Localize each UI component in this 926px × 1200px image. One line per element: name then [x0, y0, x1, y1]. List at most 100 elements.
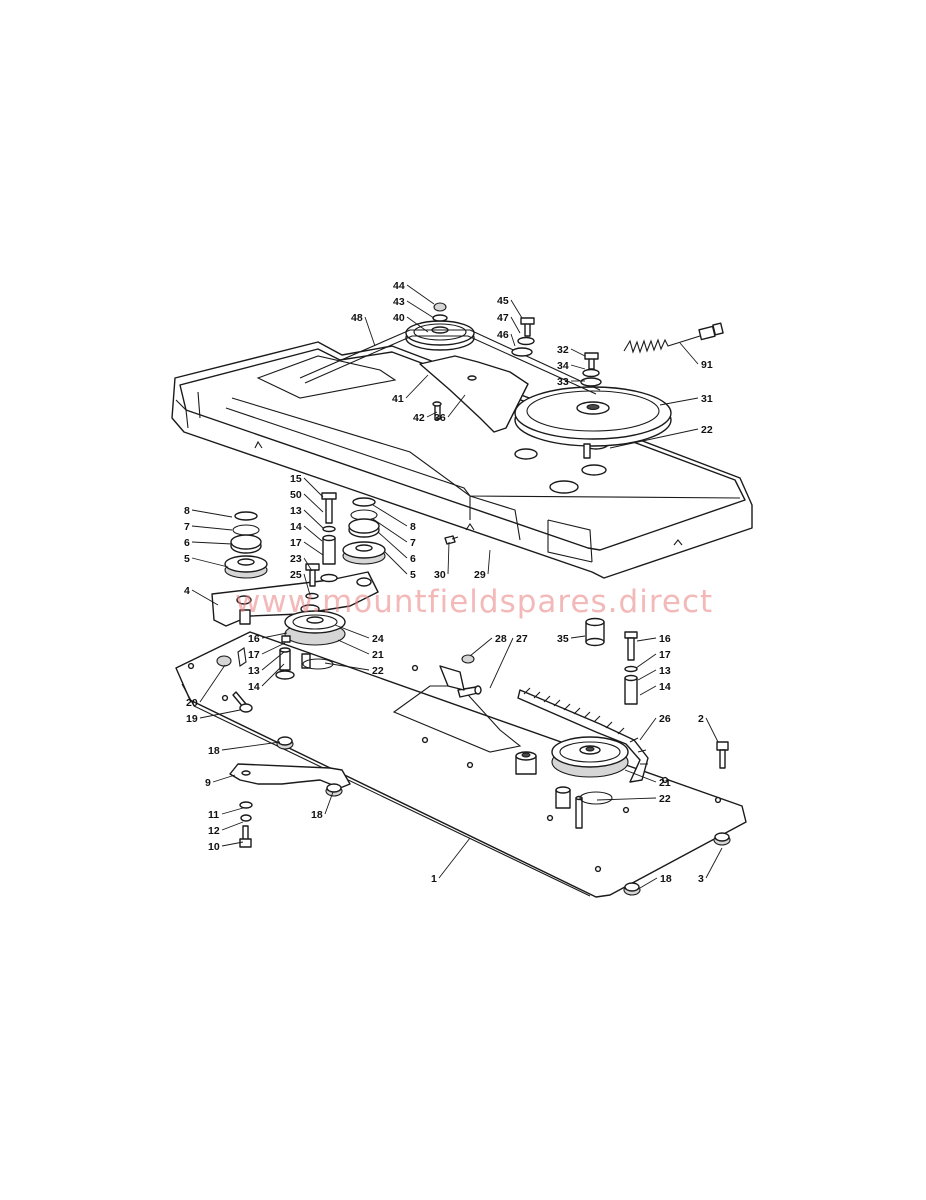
callout-c40: 40	[393, 312, 405, 324]
callout-c11: 11	[208, 809, 219, 821]
plate-bosses	[239, 609, 613, 829]
callout-c13b: 13	[248, 665, 260, 677]
callout-c22c: 22	[659, 793, 671, 805]
leader-c43	[406, 300, 435, 319]
leader-c25	[303, 573, 311, 596]
leader-c18c	[639, 877, 658, 889]
leader-c11	[221, 807, 244, 815]
callout-c5a: 5	[184, 553, 190, 565]
callout-c7a: 7	[184, 521, 190, 533]
center-shaft-stack	[305, 492, 338, 600]
leader-c14c	[639, 685, 657, 696]
callout-c3: 3	[698, 873, 704, 885]
leader-c32	[570, 348, 586, 357]
callout-c33: 33	[557, 376, 569, 388]
leader-c15	[303, 477, 324, 498]
callout-c6b: 6	[410, 553, 416, 565]
callout-c21a: 21	[372, 649, 384, 661]
nut-left	[276, 736, 294, 750]
toothed-belt	[517, 687, 649, 783]
large-pulley	[514, 386, 672, 459]
callout-c16b: 16	[659, 633, 671, 645]
callout-c23: 23	[290, 553, 302, 565]
callout-c31: 31	[701, 393, 713, 405]
leader-c8b	[372, 504, 408, 527]
leader-c22c	[596, 797, 657, 801]
lower-left-toothed-pulley	[275, 610, 346, 680]
leader-c27	[489, 637, 514, 689]
callout-c8a: 8	[184, 505, 190, 517]
callout-c27: 27	[516, 633, 528, 645]
leader-c6a	[191, 541, 233, 545]
leader-c91	[679, 342, 699, 365]
leader-c12	[221, 821, 244, 831]
leader-c4	[191, 589, 219, 606]
left-bearing-stack	[224, 511, 268, 579]
callout-c14c: 14	[659, 681, 671, 693]
callout-c8b: 8	[410, 521, 416, 533]
callout-c24: 24	[372, 633, 384, 645]
callout-c15: 15	[290, 473, 302, 485]
callout-c46: 46	[497, 329, 509, 341]
leader-c10	[221, 841, 244, 847]
v-belt	[299, 329, 601, 395]
callout-c6a: 6	[184, 537, 190, 549]
tension-spring	[623, 322, 724, 354]
callout-c19: 19	[186, 713, 198, 725]
right-shaft-stack	[624, 631, 638, 705]
callout-c35: 35	[557, 633, 569, 645]
leader-c22a	[609, 428, 699, 449]
callout-c14b: 14	[248, 681, 260, 693]
leader-c5a	[191, 557, 229, 568]
idler-bracket	[419, 355, 529, 433]
watermark-text: www.mountfieldspares.direct	[235, 584, 713, 620]
leader-c40	[406, 316, 429, 333]
callout-c50: 50	[290, 489, 302, 501]
callout-c36: 36	[434, 412, 446, 424]
callout-c14a: 14	[290, 521, 302, 533]
leader-c44	[406, 284, 435, 305]
callout-c17b: 17	[248, 649, 260, 661]
leader-c20	[199, 664, 226, 703]
callout-c1: 1	[431, 873, 437, 885]
callout-c5b: 5	[410, 569, 416, 581]
leader-c17b	[261, 642, 286, 655]
leader-c19	[199, 709, 241, 719]
callout-c43: 43	[393, 296, 405, 308]
callout-c47: 47	[497, 312, 509, 324]
leader-c26	[639, 717, 657, 741]
callout-c22a: 22	[701, 424, 713, 436]
callout-c13a: 13	[290, 505, 302, 517]
callout-c91: 91	[701, 359, 713, 371]
leader-c7b	[372, 518, 408, 543]
lower-right-toothed-pulley	[551, 736, 629, 778]
leader-c13c	[637, 669, 657, 681]
callout-c18c: 18	[660, 873, 672, 885]
leader-c13a	[303, 509, 324, 529]
callout-c30: 30	[434, 569, 446, 581]
callout-c48: 48	[351, 312, 363, 324]
leader-c6b	[377, 531, 408, 559]
nut-right	[623, 882, 641, 896]
left-bracket	[211, 571, 379, 627]
leader-c47	[510, 316, 521, 334]
leader-c1	[438, 837, 471, 879]
adjuster-bolt	[216, 647, 253, 713]
leader-c5b	[384, 551, 408, 575]
screw-and-spacer	[439, 654, 482, 698]
leader-c41	[405, 374, 429, 399]
nut-center	[325, 783, 343, 797]
callout-c29: 29	[474, 569, 486, 581]
leader-c14a	[303, 525, 323, 542]
bolt-right	[716, 741, 729, 769]
callout-c2: 2	[698, 713, 704, 725]
leader-c34	[570, 364, 586, 370]
leader-c29	[487, 549, 491, 575]
leader-c18a	[221, 741, 281, 751]
leader-c16b	[636, 637, 657, 642]
idler-pulley	[405, 302, 475, 351]
leader-c23	[303, 557, 313, 572]
callout-c42: 42	[413, 412, 425, 424]
callout-c12: 12	[208, 825, 220, 837]
leader-c22b	[324, 662, 370, 671]
